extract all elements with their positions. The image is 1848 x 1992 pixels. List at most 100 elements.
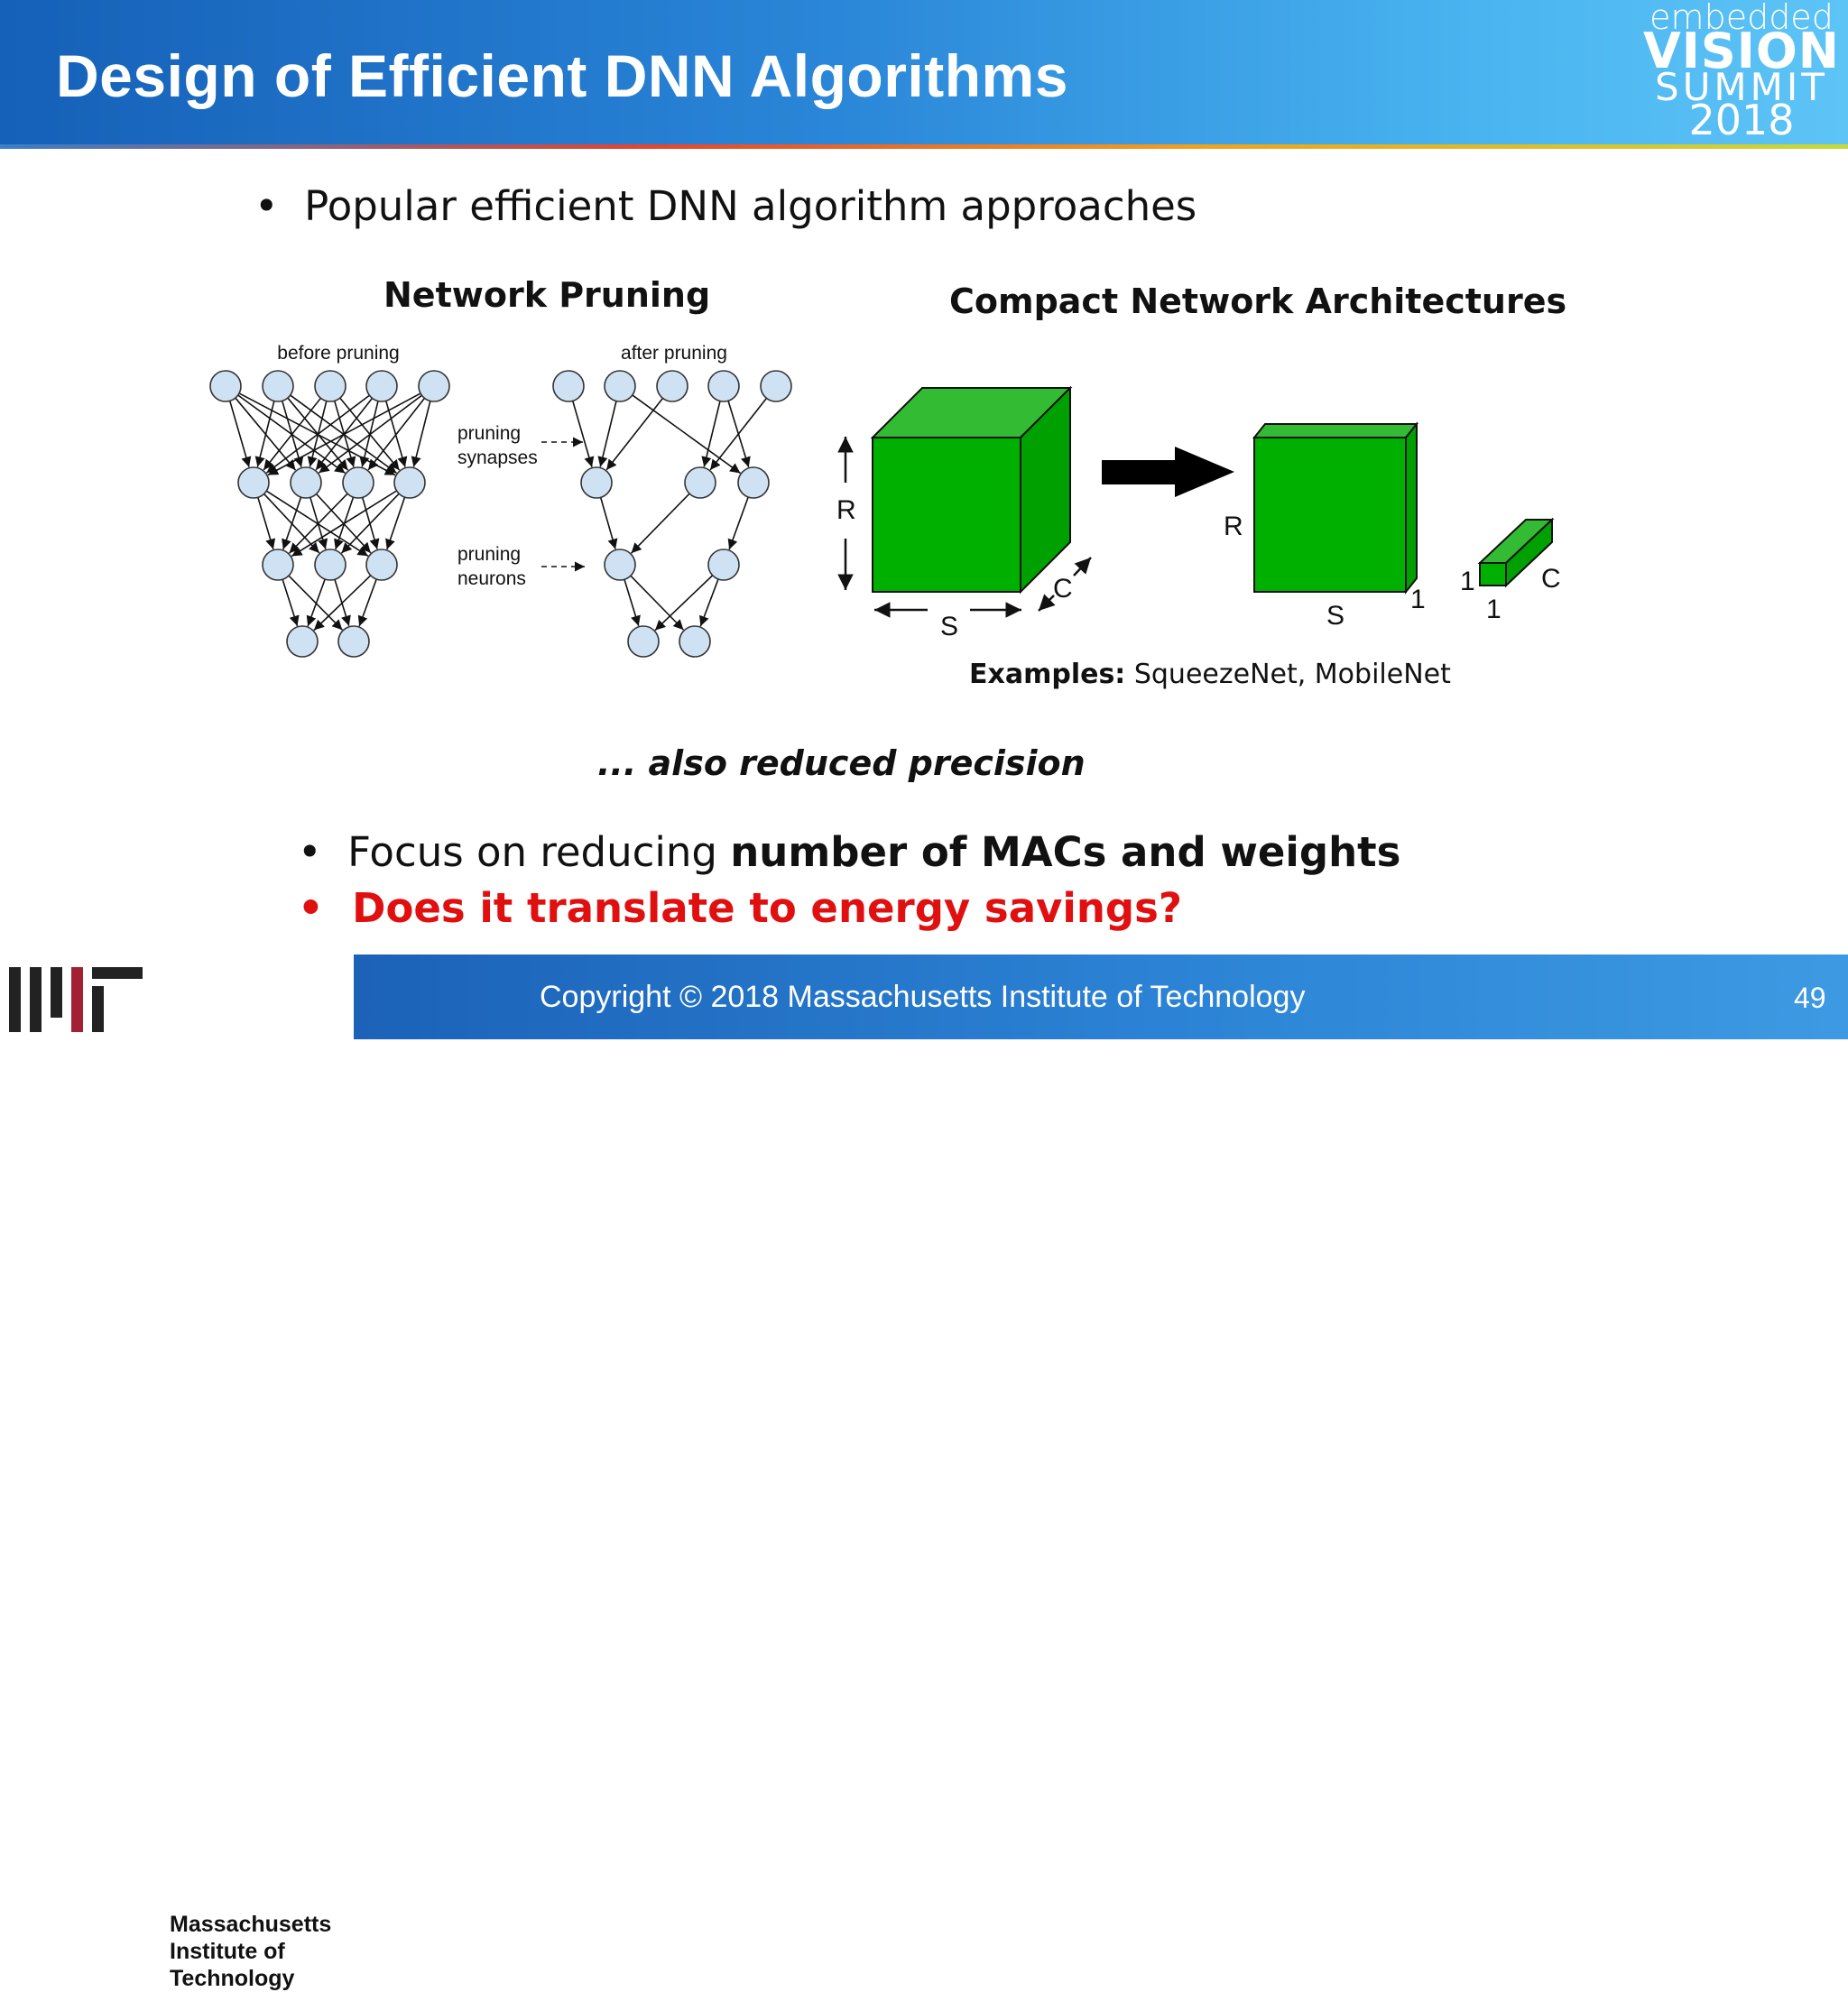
synapse-edge-pruned <box>701 401 721 467</box>
bullet-focus-bold: number of MACs and weights <box>730 828 1401 876</box>
mit-name-line1: Massachusetts <box>170 1912 332 1937</box>
synapse-edge <box>282 496 302 550</box>
slide-title: Design of Efficient DNN Algorithms <box>56 42 1068 109</box>
slab-side <box>1405 421 1418 595</box>
footer-mit-area: Massachusetts Institute of Technology <box>0 954 354 1991</box>
synapse-edge-pruned <box>709 397 768 471</box>
label-1-bar-bottom: 1 <box>1486 595 1502 624</box>
label-1-slab: 1 <box>1410 585 1426 614</box>
logo-text-summit: SUMMIT <box>1655 65 1828 109</box>
synapse-edge <box>265 394 370 474</box>
synapse-edge <box>357 578 377 627</box>
slab-front <box>1253 437 1407 593</box>
label-r-big: R <box>836 495 856 525</box>
synapse-edge <box>411 401 431 467</box>
synapse-edge-pruned <box>727 496 749 550</box>
synapse-edge <box>385 496 406 550</box>
footer-bar <box>354 954 1848 1039</box>
synapse-edge-pruned <box>699 578 719 627</box>
bullet-energy: • Does it translate to energy savings? <box>298 884 1182 932</box>
label-before-pruning: before pruning <box>277 343 399 364</box>
arrow-c-up <box>1073 557 1092 576</box>
bullet-energy-text: Does it translate to energy savings? <box>352 884 1182 932</box>
logo-text-year: 2018 <box>1688 96 1795 144</box>
arrow-c-down <box>1038 594 1056 612</box>
neuron-node-pruned <box>707 549 740 581</box>
synapse-edge-pruned <box>624 579 641 627</box>
synapse-edge <box>289 493 348 554</box>
label-s-slab: S <box>1326 601 1344 631</box>
label-after-pruning: after pruning <box>621 343 727 364</box>
synapse-edge <box>282 578 300 627</box>
examples-label: Examples: <box>969 659 1126 690</box>
synapse-edge <box>263 397 322 471</box>
label-pruning-neurons-2: neurons <box>457 568 526 589</box>
neuron-node <box>418 370 450 402</box>
synapse-edge-pruned <box>631 493 690 554</box>
heading-compact-architectures: Compact Network Architectures <box>949 281 1567 321</box>
label-c-big: C <box>1053 574 1073 604</box>
neuron-node <box>342 466 374 499</box>
neuron-node-pruned <box>604 549 636 581</box>
label-pruning-synapses-2: synapses <box>457 447 538 468</box>
neuron-node <box>337 625 370 658</box>
nodes-before <box>209 370 450 658</box>
synapse-edge-pruned <box>605 397 664 471</box>
synapse-edge-pruned <box>599 497 618 549</box>
page-number: 49 <box>1794 982 1826 1014</box>
bullet-focus-plain: Focus on reducing <box>347 828 731 876</box>
label-1-bar-left: 1 <box>1460 567 1475 596</box>
slab-top <box>1252 423 1419 438</box>
label-pruning-synapses-1: pruning <box>457 423 521 444</box>
neuron-node <box>314 370 346 402</box>
neuron-node <box>209 370 242 402</box>
synapse-edge <box>291 490 397 558</box>
nodes-after <box>552 370 792 658</box>
edges-after <box>571 394 768 632</box>
bullet-focus: • Focus on reducing number of MACs and w… <box>298 828 1401 876</box>
neuron-node <box>365 370 398 402</box>
neuron-node <box>290 466 322 499</box>
bullet-approaches-text: Popular efficient DNN algorithm approach… <box>304 182 1197 230</box>
neuron-node <box>237 466 270 499</box>
mit-logo-icon <box>9 967 143 1032</box>
pruning-diagram: before pruning after pruning pruning syn… <box>209 343 792 658</box>
synapse-edge-pruned <box>654 575 714 632</box>
logo-text-embedded: embedded <box>1649 0 1834 37</box>
header-divider <box>0 144 1848 149</box>
synapse-edge <box>288 575 343 631</box>
copyright-notice: Copyright © 2018 Massachusetts Institute… <box>540 980 1306 1014</box>
synapse-edge <box>267 392 421 476</box>
synapse-edge <box>313 575 372 632</box>
synapse-edge <box>340 493 400 554</box>
synapse-edge-pruned <box>632 394 741 475</box>
edges-before <box>228 392 431 632</box>
synapse-edge <box>367 397 426 471</box>
synapse-edge <box>257 497 276 549</box>
label-r-slab: R <box>1224 512 1243 541</box>
neuron-node <box>262 370 294 402</box>
neuron-node-pruned <box>552 370 585 402</box>
neuron-node-pruned <box>707 370 740 402</box>
heading-network-pruning: Network Pruning <box>383 275 711 315</box>
slide-header <box>0 0 1848 144</box>
compact-diagram: R S C R S 1 1 1 C <box>836 385 1561 641</box>
examples-list: SqueezeNet, MobileNet <box>1125 659 1451 690</box>
bar-front <box>1479 562 1507 586</box>
neuron-node-pruned <box>627 625 660 658</box>
synapse-edge-pruned <box>571 401 595 467</box>
neuron-node-pruned <box>580 466 613 499</box>
neuron-node <box>393 466 426 499</box>
neuron-node <box>286 625 319 658</box>
neuron-node <box>314 549 346 581</box>
label-c-bar: C <box>1541 564 1561 594</box>
synapse-edge <box>318 394 422 474</box>
synapse-edge-pruned <box>597 401 617 467</box>
big-cube-front <box>872 437 1021 593</box>
neuron-node-pruned <box>737 466 770 499</box>
transform-arrow <box>1102 447 1234 497</box>
neuron-node <box>262 549 294 581</box>
synapse-edge-pruned <box>630 575 684 631</box>
compact-examples: Examples: SqueezeNet, MobileNet <box>969 659 1451 690</box>
bullet-approaches: • Popular efficient DNN algorithm approa… <box>254 182 1197 230</box>
